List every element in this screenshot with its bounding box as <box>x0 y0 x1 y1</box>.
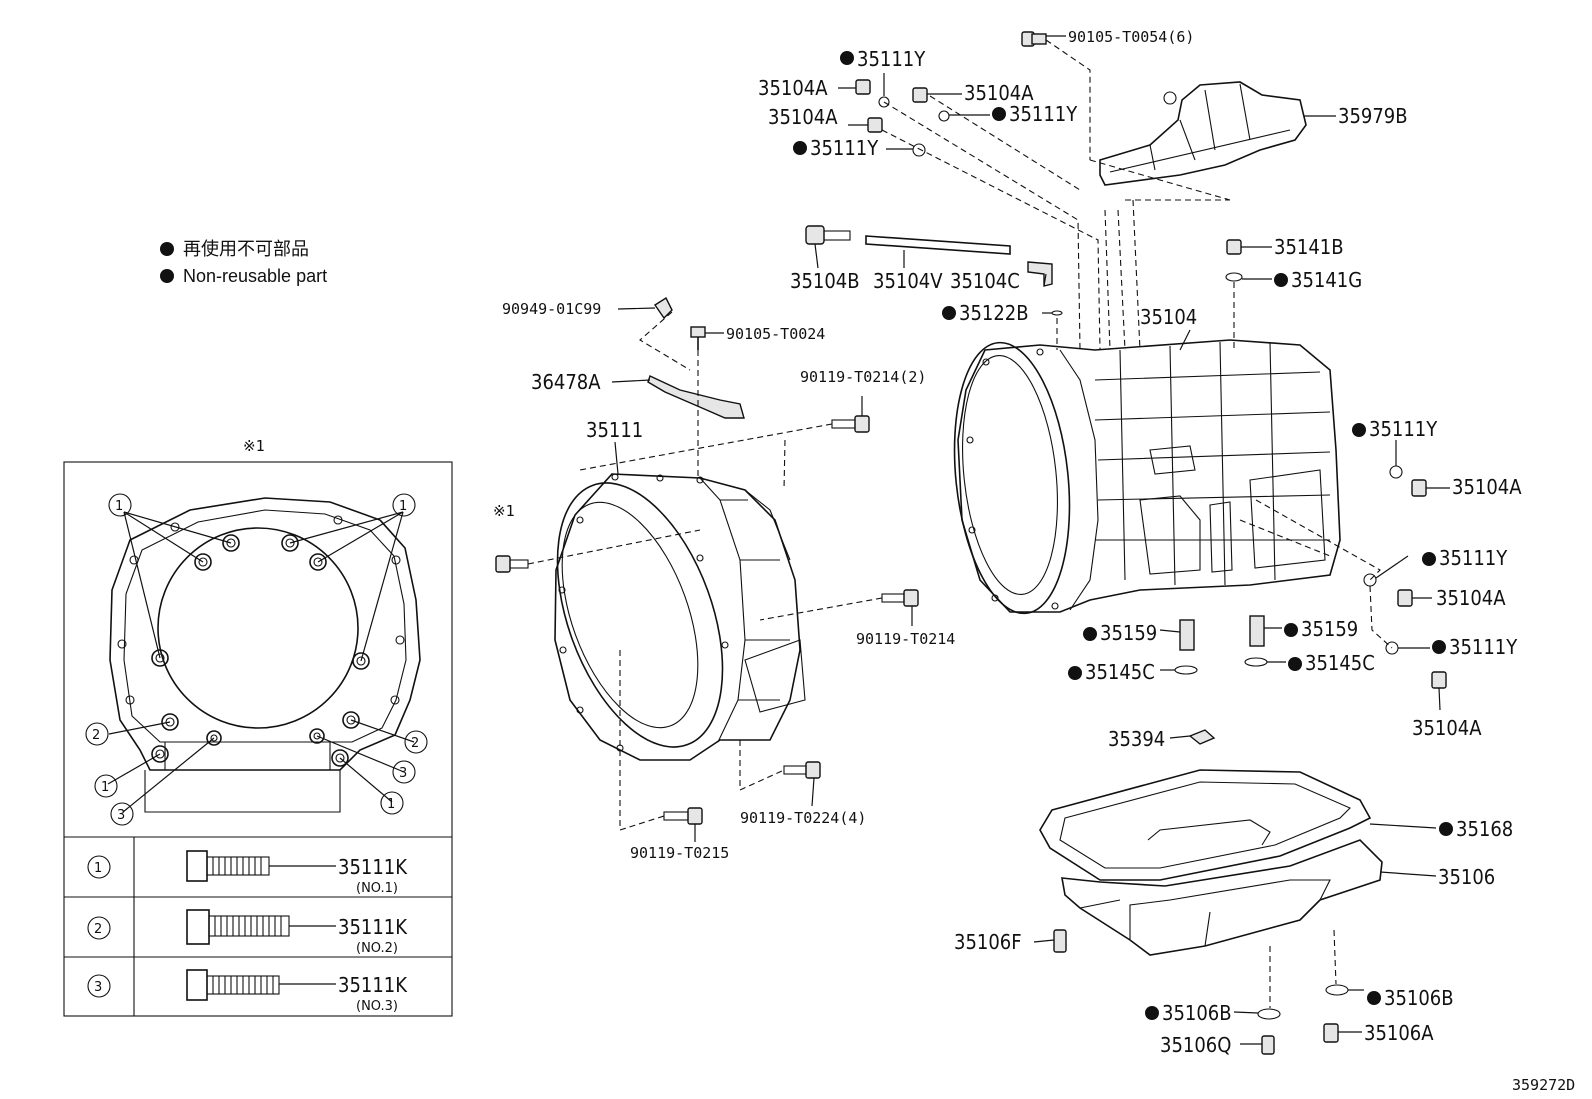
label-35104A: 35104A <box>964 81 1034 105</box>
guide-lines <box>527 39 1393 1008</box>
label-35159: 35159 <box>1100 621 1157 645</box>
label-35168: 35168 <box>1456 817 1513 841</box>
label-35145C: 35145C <box>1085 660 1155 684</box>
legend-en: Non-reusable part <box>183 266 327 286</box>
label-36478A: 36478A <box>531 370 601 394</box>
bolt-table-row-2: 2 35111K (NO.2) <box>87 909 408 956</box>
non-reusable-dot-icon <box>160 242 174 256</box>
legend: 再使用不可部品 Non-reusable part <box>160 239 327 286</box>
label-35106F: 35106F <box>954 930 1022 954</box>
label-35104A: 35104A <box>1412 716 1482 740</box>
svg-text:3: 3 <box>399 766 407 781</box>
label-35106B: 35106B <box>1162 1001 1232 1025</box>
label-35106Q: 35106Q <box>1160 1033 1231 1057</box>
label-35111Y: 35111Y <box>810 136 879 160</box>
svg-text:(NO.2): (NO.2) <box>356 941 398 956</box>
converter-housing-face-drawing <box>107 497 421 813</box>
legend-jp: 再使用不可部品 <box>183 239 309 259</box>
label-35104A: 35104A <box>1452 475 1522 499</box>
label-90119-T0215: 90119-T0215 <box>630 844 729 862</box>
label-90105-T0054: 90105-T0054(6) <box>1068 28 1194 46</box>
label-35104C: 35104C <box>950 269 1020 293</box>
oil-pan-35106-drawing <box>1039 769 1383 956</box>
non-reusable-dot-icon <box>160 269 174 283</box>
svg-text:1: 1 <box>399 499 407 514</box>
label-35106: 35106 <box>1438 865 1495 889</box>
inset-frame <box>63 461 453 1017</box>
diagram-id: 359272D <box>1512 1076 1575 1094</box>
label-35111Y: 35111Y <box>1369 417 1438 441</box>
svg-text:1: 1 <box>115 499 123 514</box>
mark-ref: ※1 <box>493 502 515 520</box>
svg-text:3: 3 <box>94 980 102 995</box>
label-35106B: 35106B <box>1384 986 1454 1010</box>
svg-text:2: 2 <box>411 736 419 751</box>
label-35111Y: 35111Y <box>1439 546 1508 570</box>
bolt-part-no-1: 35111K <box>338 855 408 879</box>
inset-bolt-holes <box>117 515 405 767</box>
bolt-table-row-3: 3 35111K (NO.3) <box>87 969 408 1014</box>
label-35122B: 35122B <box>959 301 1029 325</box>
label-35106A: 35106A <box>1364 1021 1434 1045</box>
converter-housing-35111-drawing <box>554 473 806 761</box>
label-35394: 35394 <box>1108 727 1165 751</box>
label-90105-T0024: 90105-T0024 <box>726 325 825 343</box>
label-35159: 35159 <box>1301 617 1358 641</box>
inset-bore-circle <box>157 527 359 729</box>
label-35111: 35111 <box>586 418 643 442</box>
bolt-table-row-1: 1 35111K (NO.1) <box>87 850 408 896</box>
label-90119-T0214-2: 90119-T0214(2) <box>800 368 926 386</box>
svg-text:2: 2 <box>94 922 102 937</box>
label-35104V: 35104V <box>873 269 943 293</box>
label-35979B: 35979B <box>1338 104 1408 128</box>
svg-text:(NO.1): (NO.1) <box>356 881 398 896</box>
label-35141G: 35141G <box>1291 268 1362 292</box>
label-35104A: 35104A <box>1436 586 1506 610</box>
svg-text:1: 1 <box>387 797 395 812</box>
label-35104A: 35104A <box>758 76 828 100</box>
part-labels: 90105-T0054(6) 35111Y 35104A 35104A 3510… <box>493 28 1575 1094</box>
svg-text:2: 2 <box>92 728 100 743</box>
leader-lines <box>611 35 1450 1045</box>
label-90949-01C99: 90949-01C99 <box>502 300 601 318</box>
label-35104A: 35104A <box>768 105 838 129</box>
inset-callouts: 1 1 2 2 1 3 3 1 <box>85 493 428 826</box>
inset-mark: ※1 <box>243 437 265 455</box>
svg-text:(NO.3): (NO.3) <box>356 999 398 1014</box>
svg-text:1: 1 <box>101 780 109 795</box>
bolt-part-no-2: 35111K <box>338 915 408 939</box>
label-35141B: 35141B <box>1274 235 1344 259</box>
label-35111Y: 35111Y <box>857 47 926 71</box>
small-parts <box>495 31 1447 1055</box>
label-35111Y: 35111Y <box>1009 102 1078 126</box>
label-35111Y: 35111Y <box>1449 635 1518 659</box>
bracket-35979B-drawing <box>1099 81 1307 186</box>
svg-text:1: 1 <box>94 861 102 876</box>
label-90119-T0224-4: 90119-T0224(4) <box>740 809 866 827</box>
non-reusable-markers <box>793 51 1453 1020</box>
transmission-case-35104-drawing <box>953 339 1341 615</box>
label-35104B: 35104B <box>790 269 860 293</box>
label-35104: 35104 <box>1140 305 1197 329</box>
svg-text:3: 3 <box>117 808 125 823</box>
inset-panel: ※1 <box>63 437 453 1017</box>
label-90119-T0214: 90119-T0214 <box>856 630 955 648</box>
bolt-part-no-3: 35111K <box>338 973 408 997</box>
label-35145C: 35145C <box>1305 651 1375 675</box>
